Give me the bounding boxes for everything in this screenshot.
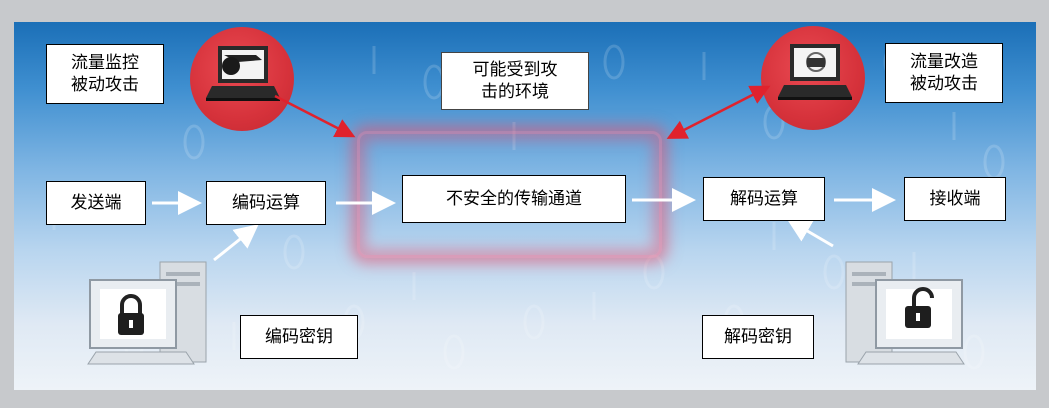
active-attacker-circle — [761, 26, 865, 130]
insecure-channel-glow — [357, 131, 662, 258]
sender-node: 发送端 — [46, 181, 146, 225]
active-attack-label-line1: 流量改造 — [910, 52, 978, 72]
encode-node: 编码运算 — [206, 181, 326, 225]
receiver-node-label: 接收端 — [929, 189, 981, 209]
decode-node-label: 解码运算 — [730, 189, 798, 209]
passive-attack-label: 流量监控 被动攻击 — [46, 44, 164, 104]
receiver-node: 接收端 — [904, 177, 1006, 221]
passive-attack-label-line1: 流量监控 — [71, 53, 139, 73]
sender-node-label: 发送端 — [70, 193, 122, 213]
encode-key-label: 编码密钥 — [240, 315, 358, 359]
hostile-env-label-line1: 可能受到攻 — [472, 60, 558, 80]
encode-node-label: 编码运算 — [232, 193, 300, 213]
channel-node: 不安全的传输通道 — [402, 175, 626, 223]
decode-key-label-text: 解码密钥 — [724, 327, 792, 347]
active-attack-label: 流量改造 被动攻击 — [885, 43, 1003, 103]
decode-key-label: 解码密钥 — [702, 315, 814, 359]
passive-attack-label-line2: 被动攻击 — [71, 75, 139, 95]
decode-node: 解码运算 — [703, 177, 825, 221]
encode-key-label-text: 编码密钥 — [265, 327, 333, 347]
channel-node-label: 不安全的传输通道 — [446, 189, 582, 209]
active-attack-label-line2: 被动攻击 — [910, 74, 978, 94]
passive-attacker-circle — [190, 27, 294, 131]
hostile-env-label-line2: 击的环境 — [481, 82, 549, 102]
hostile-env-label: 可能受到攻 击的环境 — [441, 52, 589, 110]
